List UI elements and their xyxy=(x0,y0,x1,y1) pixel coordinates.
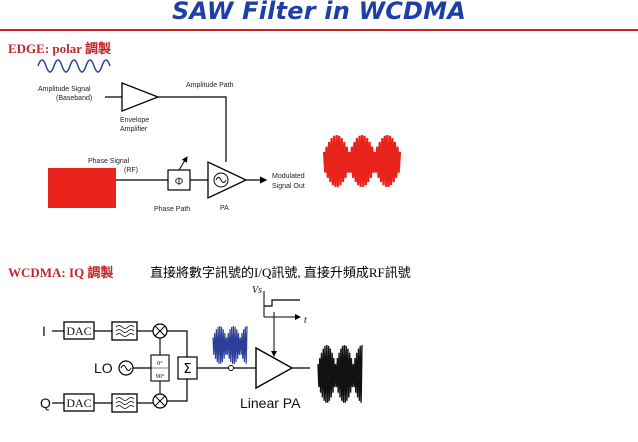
i-to-sum-wire xyxy=(167,330,188,357)
q-to-sum-wire xyxy=(167,379,188,402)
amp-signal-label: Amplitude Signal xyxy=(38,86,91,93)
ninety-deg-label: 90° xyxy=(156,373,165,380)
phase-path-label: Phase Path xyxy=(154,206,190,213)
lo-label: LO xyxy=(94,360,113,376)
envelope-label-1: Envelope xyxy=(120,117,149,124)
modulated-label-2: Signal Out xyxy=(272,183,305,190)
baseband-label: (Baseband) xyxy=(56,95,92,102)
t-label: t xyxy=(304,315,307,326)
zero-deg-label: 0° xyxy=(157,360,163,367)
pa-label: PA xyxy=(220,205,229,212)
pa-sine-icon xyxy=(215,177,227,183)
i-filter-icon xyxy=(115,325,135,337)
pa-inner-circle xyxy=(213,172,229,188)
wcdma-diagram: Vs t I DAC LO 0° 90° Q DAC xyxy=(40,285,363,413)
q-filter-icon xyxy=(115,397,135,409)
burst3-wave xyxy=(317,344,363,403)
burst2-wave xyxy=(212,325,248,364)
q-filter xyxy=(111,393,138,413)
i-dac-label: DAC xyxy=(66,324,91,338)
lo-sine-icon xyxy=(120,365,132,371)
pa-amplifier xyxy=(207,160,248,200)
vs-step-trace xyxy=(264,299,300,307)
sum-output-node xyxy=(228,365,234,371)
q-label: Q xyxy=(40,395,51,411)
envelope-label-2: Amplifier xyxy=(120,126,148,133)
title-underline xyxy=(0,29,638,31)
i-mixer-icon xyxy=(154,325,166,337)
q-dac-label: DAC xyxy=(66,396,91,410)
modulated-output-burst xyxy=(322,134,402,187)
sigma-label: Σ xyxy=(183,362,191,377)
phase-signal-label: Phase Signal xyxy=(88,158,130,165)
i-label: I xyxy=(42,323,46,339)
linear-pa-label: Linear PA xyxy=(240,395,301,411)
modulated-label-1: Modulated xyxy=(272,173,305,180)
vs-label: Vs xyxy=(252,285,262,296)
page-title: SAW Filter in WCDMA xyxy=(171,0,467,25)
amp-path-wire xyxy=(158,96,227,162)
edge-heading: EDGE: polar 調製 xyxy=(8,41,112,56)
envelope-amplifier xyxy=(121,82,160,112)
amplitude-wave xyxy=(37,59,111,73)
i-filter xyxy=(111,321,138,341)
pre-pa-burst xyxy=(212,325,248,364)
phase-rf-block xyxy=(48,168,116,208)
pa-output-burst xyxy=(317,344,363,403)
wcdma-heading: WCDMA: IQ 調製 xyxy=(8,265,114,280)
q-mixer-icon xyxy=(154,395,166,407)
burst-wave xyxy=(322,134,402,187)
amp-path-label: Amplitude Path xyxy=(186,82,234,89)
linear-pa xyxy=(255,346,294,390)
phase-control-arrow xyxy=(178,156,188,171)
phi-label: Φ xyxy=(175,176,184,188)
wcdma-note: 直接將數字訊號的I/Q訊號, 直接升頻成RF訊號 xyxy=(150,265,411,280)
edge-diagram: Amplitude Signal (Baseband) Envelope Amp… xyxy=(37,59,402,213)
rf-label: (RF) xyxy=(124,167,138,174)
